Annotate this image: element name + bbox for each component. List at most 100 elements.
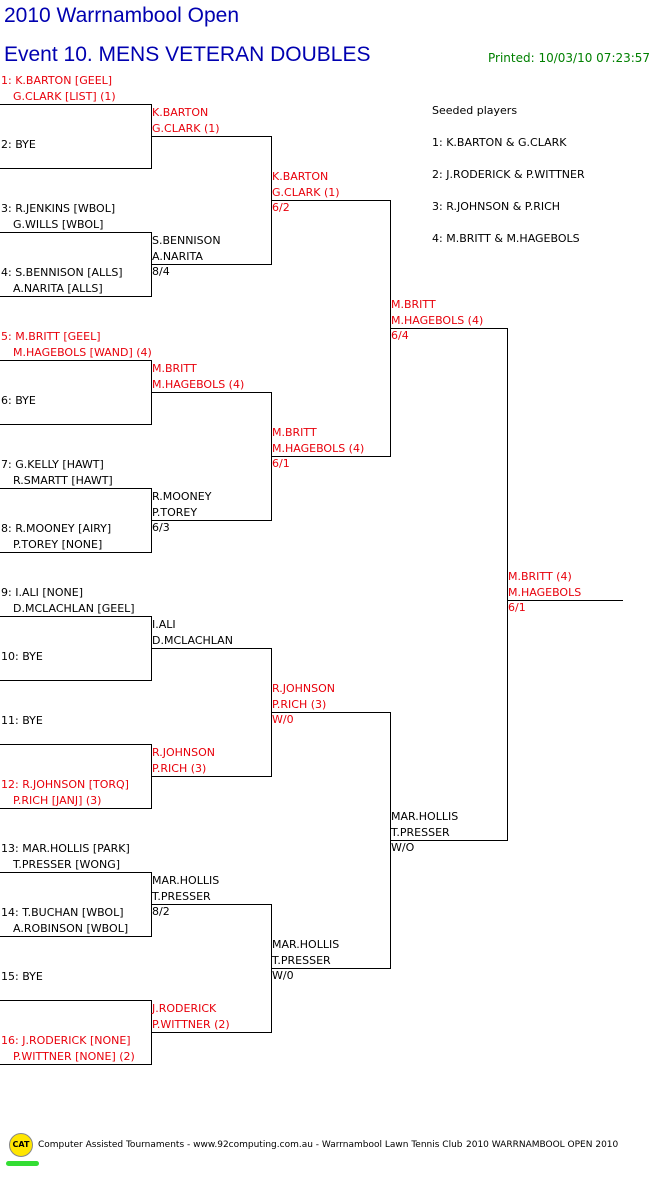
- entry-line-2: D.MCLACHLAN: [152, 634, 233, 647]
- entry-line-1: M.BRITT: [272, 426, 317, 439]
- bracket-line: [0, 424, 151, 425]
- entry-line-2: P.TOREY [NONE]: [13, 538, 103, 551]
- event-title: Event 10. MENS VETERAN DOUBLES: [4, 43, 371, 66]
- entry-line-1: 5: M.BRITT [GEEL]: [1, 330, 101, 343]
- entry-line-1: R.JOHNSON: [152, 746, 216, 759]
- entry-line-2: P.TOREY: [152, 506, 198, 519]
- entry-line-2: G.CLARK (1): [272, 186, 340, 199]
- entry-line-1: 9: I.ALI [NONE]: [1, 586, 83, 599]
- entry-line-1: K.BARTON: [152, 106, 209, 119]
- match-score: W/0: [272, 969, 294, 982]
- bracket-line: [507, 600, 623, 601]
- bracket-line: [151, 136, 271, 137]
- bracket-line: [271, 456, 390, 457]
- bracket-line: [0, 872, 151, 873]
- entry-line-1: 15: BYE: [1, 970, 43, 983]
- bracket-line: [271, 200, 390, 201]
- entry-line-2: A.NARITA [ALLS]: [13, 282, 103, 295]
- entry-line-2: G.WILLS [WBOL]: [13, 218, 104, 231]
- match-score: 6/2: [272, 201, 290, 214]
- entry-line-1: 11: BYE: [1, 714, 43, 727]
- entry-line-1: M.BRITT: [152, 362, 197, 375]
- entry-line-1: 14: T.BUCHAN [WBOL]: [1, 906, 124, 919]
- tournament-title: 2010 Warrnambool Open: [4, 4, 240, 27]
- bracket-line: [0, 1000, 151, 1001]
- entry-line-1: 1: K.BARTON [GEEL]: [1, 74, 113, 87]
- entry-line-2: M.HAGEBOLS (4): [391, 314, 484, 327]
- entry-line-1: MAR.HOLLIS: [272, 938, 340, 951]
- entry-line-1: 16: J.RODERICK [NONE]: [1, 1034, 131, 1047]
- entry-line-2: M.HAGEBOLS (4): [152, 378, 245, 391]
- entry-line-2: T.PRESSER: [272, 954, 331, 967]
- entry-line-2: P.RICH [JANJ] (3): [13, 794, 102, 807]
- printed-timestamp: Printed: 10/03/10 07:23:57: [488, 51, 651, 65]
- entry-line-2: P.RICH (3): [272, 698, 327, 711]
- entry-line-1: 3: R.JENKINS [WBOL]: [1, 202, 116, 215]
- winner-line-1: M.BRITT (4): [508, 570, 572, 583]
- entry-line-1: MAR.HOLLIS: [152, 874, 220, 887]
- entry-line-1: 7: G.KELLY [HAWT]: [1, 458, 104, 471]
- bracket-line: [0, 552, 151, 553]
- bracket-line: [0, 1064, 151, 1065]
- entry-line-1: MAR.HOLLIS: [391, 810, 459, 823]
- entry-line-2: T.PRESSER: [391, 826, 450, 839]
- match-score: 8/2: [152, 905, 170, 918]
- entry-line-1: 4: S.BENNISON [ALLS]: [1, 266, 123, 279]
- seeded-heading: Seeded players: [432, 104, 518, 117]
- bracket-line: [390, 840, 507, 841]
- match-score: 8/4: [152, 265, 170, 278]
- bracket-line: [0, 104, 151, 105]
- entry-line-1: M.BRITT: [391, 298, 436, 311]
- match-score: W/0: [272, 713, 294, 726]
- entry-line-2: R.SMARTT [HAWT]: [13, 474, 113, 487]
- bracket-line: [151, 392, 271, 393]
- entry-line-1: 2: BYE: [1, 138, 36, 151]
- entry-line-2: M.HAGEBOLS [WAND] (4): [13, 346, 152, 359]
- entry-line-1: 13: MAR.HOLLIS [PARK]: [1, 842, 130, 855]
- footer-credit: Computer Assisted Tournaments - www.92co…: [38, 1140, 463, 1150]
- bracket-line: [390, 328, 507, 329]
- entry-line-2: D.MCLACHLAN [GEEL]: [13, 602, 135, 615]
- logo-underline: [6, 1161, 39, 1166]
- entry-line-2: G.CLARK [LIST] (1): [13, 90, 116, 103]
- match-score: 6/4: [391, 329, 409, 342]
- bracket-line: [151, 520, 271, 521]
- bracket-line: [0, 360, 151, 361]
- footer-event-name: 2010 WARRNAMBOOL OPEN 2010: [466, 1140, 619, 1150]
- bracket-line: [0, 680, 151, 681]
- bracket-line: [0, 936, 151, 937]
- bracket-line: [0, 488, 151, 489]
- entry-line-2: G.CLARK (1): [152, 122, 220, 135]
- bracket-line: [0, 808, 151, 809]
- bracket-line: [271, 968, 390, 969]
- bracket-line: [271, 712, 390, 713]
- entry-line-2: P.WITTNER (2): [152, 1018, 230, 1031]
- seed-entry: 2: J.RODERICK & P.WITTNER: [432, 168, 585, 181]
- entry-line-1: R.JOHNSON: [272, 682, 336, 695]
- bracket-line: [151, 904, 271, 905]
- entry-line-1: I.ALI: [152, 618, 176, 631]
- entry-line-1: 12: R.JOHNSON [TORQ]: [1, 778, 129, 791]
- entry-line-2: P.RICH (3): [152, 762, 207, 775]
- match-score: 6/1: [272, 457, 290, 470]
- entry-line-1: S.BENNISON: [152, 234, 221, 247]
- entry-line-1: 8: R.MOONEY [AIRY]: [1, 522, 112, 535]
- cat-logo: CAT: [9, 1133, 33, 1157]
- bracket-line: [0, 744, 151, 745]
- entry-line-2: M.HAGEBOLS (4): [272, 442, 365, 455]
- bracket-line: [151, 1032, 271, 1033]
- entry-line-1: J.RODERICK: [152, 1002, 217, 1015]
- seed-entry: 4: M.BRITT & M.HAGEBOLS: [432, 232, 580, 245]
- seed-entry: 1: K.BARTON & G.CLARK: [432, 136, 567, 149]
- bracket-line: [0, 296, 151, 297]
- match-score: 6/3: [152, 521, 170, 534]
- bracket-line: [151, 776, 271, 777]
- bracket-line: [0, 232, 151, 233]
- match-score: W/O: [391, 841, 415, 854]
- bracket-connector: [507, 328, 508, 841]
- entry-line-2: T.PRESSER: [152, 890, 211, 903]
- final-score: 6/1: [508, 601, 526, 614]
- bracket-line: [151, 648, 271, 649]
- entry-line-2: A.ROBINSON [WBOL]: [13, 922, 129, 935]
- entry-line-1: K.BARTON: [272, 170, 329, 183]
